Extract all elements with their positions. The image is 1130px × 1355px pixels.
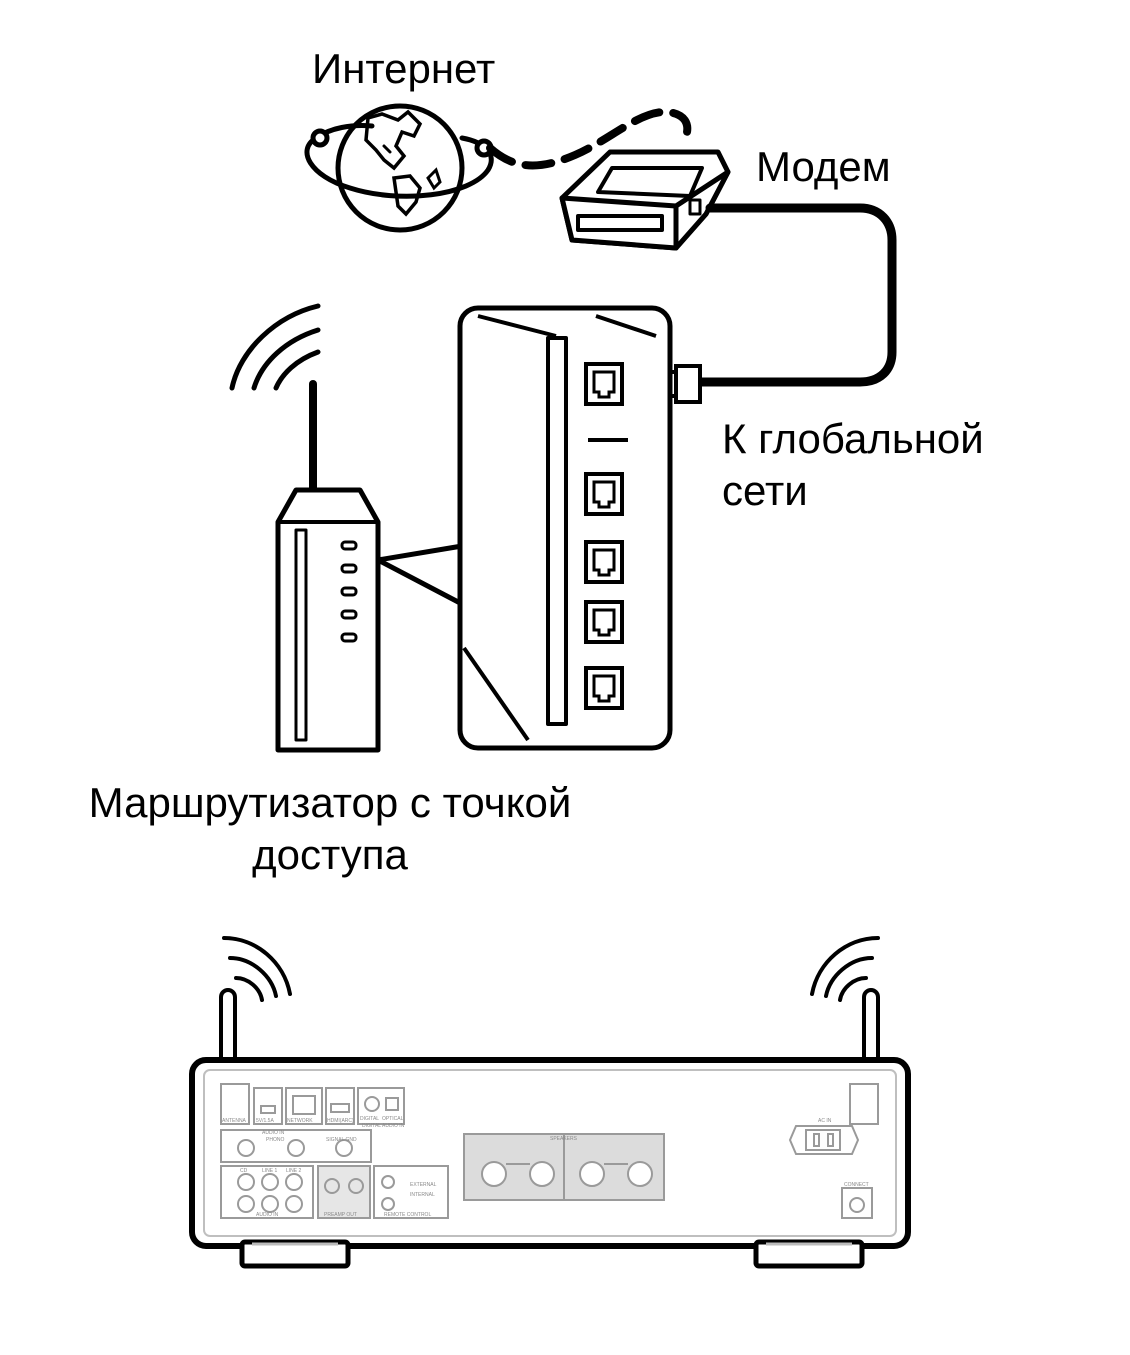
lan-port-4-icon [584,666,624,710]
receiver-wifi-waves-left-icon [222,936,292,1002]
rear-panel-labels: ANTENNA 5V/1.5A NETWORK HDMI(ARC) DIGITA… [222,1116,869,1218]
lan-port-1-icon [584,472,624,516]
panel-label-connect: CONNECT [844,1182,869,1188]
lan-port-2-icon [584,540,624,584]
router-wifi-waves-icon [229,303,321,391]
internet-globe-icon [304,103,494,233]
panel-label-phono: PHONO [266,1137,284,1143]
router-label-line2: доступа [252,831,408,878]
panel-label-audio-in-bottom: AUDIO IN [256,1212,279,1218]
panel-label-digital-audio-in: DIGITAL AUDIO IN [362,1123,405,1129]
receiver-wifi-waves-right-icon [810,936,880,1002]
panel-label-network: NETWORK [287,1118,313,1124]
modem-icon [559,149,731,251]
router-label-line1: Маршрутизатор с точкой [88,779,572,826]
router-closeup [457,305,673,751]
panel-label-speakers: SPEAKERS [550,1136,578,1142]
router-icon [275,380,381,753]
wan-label-line2: сети [722,467,808,514]
wan-cable [695,203,897,387]
panel-label-line2: LINE 2 [286,1168,302,1174]
panel-label-signal-gnd: SIGNAL GND [326,1137,357,1143]
panel-label-usb: 5V/1.5A [256,1118,274,1124]
panel-label-cd: CD [240,1168,248,1174]
panel-label-line1: LINE 1 [262,1168,278,1174]
internet-link-dashed [486,107,692,170]
wan-port-icon [584,362,624,406]
zoom-callout [376,543,464,607]
rear-panel-connectors [220,1083,879,1219]
wan-label-line1: К глобальной [722,415,984,462]
lan-port-3-icon [584,600,624,644]
panel-label-audio-in-top: AUDIO IN [262,1130,285,1136]
panel-label-preamp-out: PREAMP OUT [324,1212,357,1218]
panel-label-optical: OPTICAL [382,1116,404,1122]
modem-label: Модем [756,143,891,190]
ethernet-ports [584,362,624,710]
internet-label: Интернет [312,45,496,92]
panel-label-internal: INTERNAL [410,1192,435,1198]
panel-label-antenna: ANTENNA [222,1118,247,1124]
panel-label-external: EXTERNAL [410,1182,437,1188]
receiver-unit: ANTENNA 5V/1.5A NETWORK HDMI(ARC) DIGITA… [189,936,911,1269]
panel-label-remote-control: REMOTE CONTROL [384,1212,431,1218]
panel-label-hdmi: HDMI(ARC) [327,1118,354,1124]
panel-label-ac-in: AC IN [818,1118,832,1124]
panel-label-digital: DIGITAL [360,1116,379,1122]
